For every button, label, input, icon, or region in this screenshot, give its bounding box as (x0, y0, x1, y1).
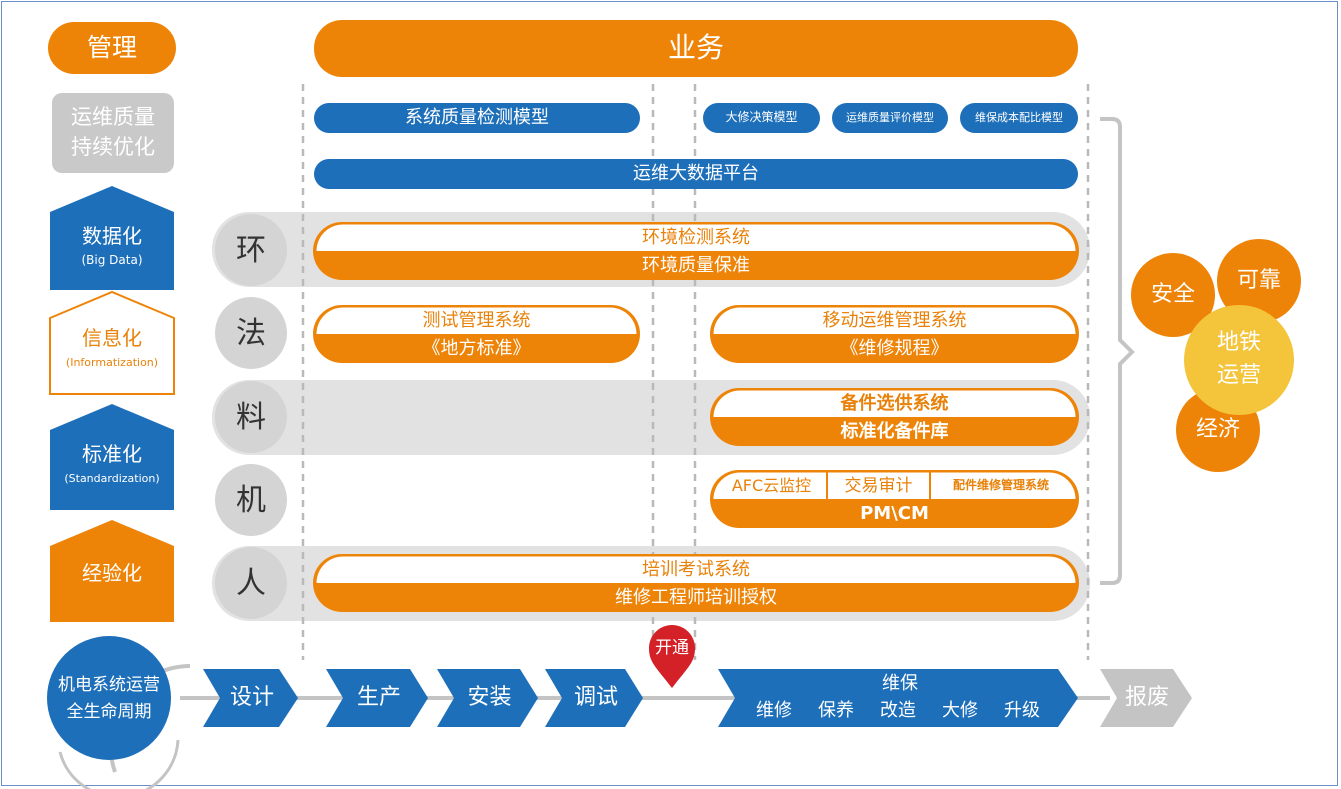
goal-reliable: 可靠 (1236, 267, 1281, 293)
maintenance-title: 维保 (882, 673, 918, 695)
level-bigdata-sub: (Big Data) (81, 253, 143, 268)
goal-economy: 经济 (1195, 416, 1240, 442)
box-law-left-shape (313, 305, 640, 363)
machine-bottom-label: PM\CM (860, 502, 929, 524)
model-pill-2 (703, 103, 820, 133)
quality-bg (52, 93, 174, 173)
level-experience-shape (50, 520, 174, 622)
stage-scrap: 报废 (1124, 684, 1169, 710)
category-circle-law (215, 297, 287, 369)
maintenance-item-upkeep: 保养 (818, 700, 854, 722)
box-law-right-shape (710, 305, 1079, 363)
quality-line-1: 运维质量 (71, 105, 155, 130)
level-standard-shape (50, 404, 174, 510)
law-right-top-label: 移动运维管理系统 (822, 310, 967, 332)
category-people: 人 (236, 565, 266, 601)
stage-chevron-install (437, 669, 538, 727)
stage-install: 安装 (467, 684, 512, 710)
category-circle-material (215, 381, 287, 453)
model-label-1: 系统质量检测模型 (405, 107, 549, 129)
law-right-bottom-label: 《维修规程》 (840, 337, 949, 359)
quality-line-2: 持续优化 (71, 135, 155, 160)
business-header: 业务 (667, 31, 724, 65)
level-bigdata-shape (50, 186, 174, 290)
law-left-bottom-label: 《地方标准》 (422, 337, 531, 359)
stage-debug: 调试 (573, 684, 618, 710)
goal-circle-reliable (1217, 239, 1301, 323)
goal-circle-center (1184, 305, 1294, 415)
opening-label: 开通 (655, 637, 689, 658)
material-top-label: 备件选供系统 (840, 393, 949, 415)
goal-center-line-2: 运营 (1216, 362, 1261, 388)
box-env-shape (313, 222, 1079, 280)
goal-safety: 安全 (1150, 281, 1195, 307)
model-label-4: 维保成本配比模型 (975, 110, 1063, 124)
platform-pill (314, 159, 1078, 189)
category-machine: 机 (236, 482, 266, 518)
lifecycle-arc-inner (58, 739, 180, 789)
category-circle-env (215, 214, 287, 286)
law-left-top-label: 测试管理系统 (422, 310, 531, 332)
category-env: 环 (236, 232, 266, 268)
lifecycle-title-1: 机电系统运营 (58, 674, 160, 695)
level-info-shape (49, 290, 175, 395)
level-info-label: 信息化 (82, 326, 142, 350)
stage-chevron-maintenance (718, 669, 1078, 727)
opening-pin (649, 625, 695, 688)
machine-cell-afc: AFC云监控 (731, 476, 812, 496)
stage-chevron-design (203, 669, 298, 727)
env-top-label: 环境检测系统 (642, 227, 750, 249)
people-bottom-label: 维修工程师培训授权 (615, 586, 777, 608)
machine-cell-parts: 配件维修管理系统 (952, 478, 1049, 493)
maintenance-item-overhaul: 大修 (942, 700, 978, 722)
box-machine-shape (710, 470, 1079, 528)
category-material: 料 (236, 399, 266, 435)
lifecycle-title-2: 全生命周期 (66, 701, 152, 722)
model-label-3: 运维质量评价模型 (846, 110, 934, 124)
model-pill-1 (314, 103, 640, 133)
category-circle-machine (215, 464, 287, 536)
model-label-2: 大修决策模型 (725, 110, 798, 125)
maintenance-item-retrofit: 改造 (880, 700, 916, 722)
box-people-shape (313, 554, 1079, 612)
management-header: 管理 (86, 33, 137, 63)
business-header-bg (314, 20, 1078, 77)
platform-label: 运维大数据平台 (633, 163, 759, 185)
maintenance-item-upgrade: 升级 (1004, 700, 1040, 722)
level-standard-label: 标准化 (82, 442, 142, 466)
category-circle-people (215, 547, 287, 619)
level-info-sub: (Informatization) (65, 355, 159, 369)
goal-center-line-1: 地铁 (1216, 329, 1261, 355)
people-top-label: 培训考试系统 (642, 559, 750, 581)
stage-design: 设计 (229, 684, 274, 710)
stage-production: 生产 (356, 684, 401, 710)
box-material-shape (710, 388, 1079, 446)
stage-chevron-debug (545, 669, 643, 727)
category-law: 法 (236, 315, 266, 351)
management-header-bg (48, 22, 176, 74)
level-bigdata-label: 数据化 (82, 224, 142, 248)
model-pill-4 (960, 103, 1078, 133)
goal-circle-safety (1131, 253, 1215, 337)
model-pill-3 (832, 103, 948, 133)
stage-chevron-production (326, 669, 428, 727)
material-bottom-label: 标准化备件库 (840, 420, 949, 442)
machine-cell-audit: 交易审计 (844, 475, 913, 496)
stage-chevron-scrap (1100, 669, 1192, 727)
level-experience-label: 经验化 (82, 561, 142, 585)
lifecycle-circle (47, 636, 171, 760)
maintenance-item-repair: 维修 (756, 700, 792, 722)
env-bottom-label: 环境质量保准 (642, 254, 750, 276)
level-standard-sub: (Standardization) (64, 471, 160, 485)
right-bracket (1100, 117, 1135, 585)
